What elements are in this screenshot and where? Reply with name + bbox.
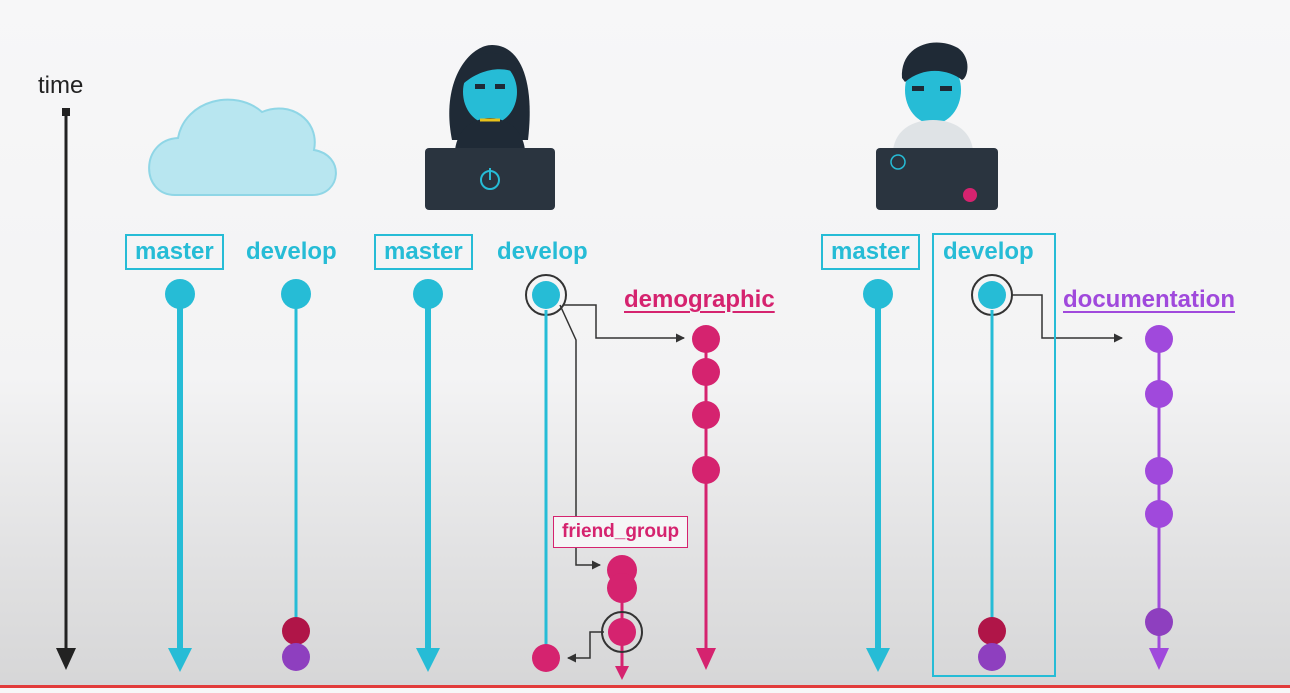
dev1-develop-label: develop	[497, 238, 588, 265]
friend-group-label: friend_group	[553, 516, 689, 548]
documentation-label: documentation	[1063, 286, 1235, 313]
time-axis	[56, 108, 76, 670]
demographic-label: demographic	[624, 286, 775, 313]
dev2-master-label: master	[821, 234, 920, 270]
laptop-icon	[876, 148, 998, 210]
developer-woman-icon	[449, 45, 530, 150]
cloud-icon	[148, 98, 337, 196]
developer-man-icon	[893, 42, 973, 150]
cloud-master-branch	[165, 279, 195, 672]
documentation-branch	[1145, 325, 1173, 670]
friend-group-branch	[601, 555, 643, 680]
dev2-develop-branch	[932, 233, 1056, 677]
time-axis-label: time	[38, 72, 84, 99]
branch-connectors	[559, 294, 1123, 663]
dev2-develop-label: develop	[943, 238, 1034, 265]
cloud-develop-branch	[281, 279, 311, 671]
cloud-develop-label: develop	[246, 238, 337, 265]
dev1-master-label: master	[374, 234, 473, 270]
bottom-divider	[0, 685, 1290, 688]
cloud-master-label: master	[125, 234, 224, 270]
dev1-develop-branch	[525, 274, 567, 672]
demographic-branch	[692, 325, 720, 670]
dev1-master-branch	[413, 279, 443, 672]
dev2-master-branch	[863, 279, 893, 672]
laptop-icon	[425, 148, 555, 210]
